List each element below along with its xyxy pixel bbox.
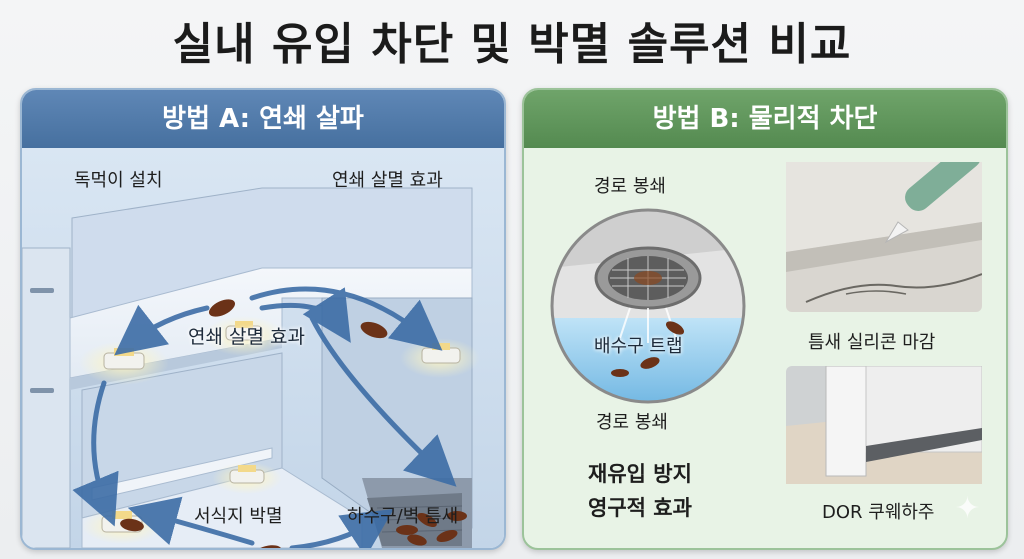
drain-trap-label: 배수구 트랩 [594, 336, 683, 357]
cockroach-icon [120, 299, 467, 548]
page-title: 실내 유입 차단 및 박멸 솔루션 비교 [172, 19, 852, 70]
route-block-top-label: 경로 봉쇄 [594, 176, 666, 197]
reentry-prevention-label: 재유입 방지 [588, 462, 692, 486]
silicone-caulk-illustration [786, 162, 982, 312]
habitat-kill-label: 서식지 박멸 [194, 506, 283, 527]
chain-effect-top-label: 연쇄 살멸 효과 [332, 170, 443, 191]
door-sweep-illustration [786, 366, 982, 484]
method-b-header: 방법 B: 물리적 차단 [524, 90, 1006, 148]
caulk-gun-icon [884, 162, 981, 244]
bait-station-icon [229, 465, 265, 484]
silicone-label: 틈새 실리콘 마감 [808, 332, 936, 353]
kitchen-cabinet-scene [22, 148, 504, 548]
drain-wall-gap-label: 하수구/벽 틈새 [347, 506, 459, 527]
door-sweep-label: DOR 쿠웨하주 [822, 502, 935, 523]
method-b-panel: 방법 B: 물리적 차단 [522, 88, 1008, 550]
chain-effect-center-label: 연쇄 살멸 효과 [188, 326, 305, 348]
bait-install-label: 독먹이 설치 [74, 170, 163, 191]
method-a-header: 방법 A: 연쇄 살파 [22, 90, 504, 148]
cockroach-icon [611, 321, 685, 377]
route-block-bottom-label: 경로 봉쇄 [596, 412, 668, 433]
bait-station-icon [225, 321, 263, 341]
sparkle-icon: ✦ [954, 491, 980, 526]
drain-trap-illustration [550, 208, 746, 404]
permanent-effect-label: 영구적 효과 [588, 496, 692, 520]
method-a-panel: 방법 A: 연쇄 살파 [20, 88, 506, 550]
